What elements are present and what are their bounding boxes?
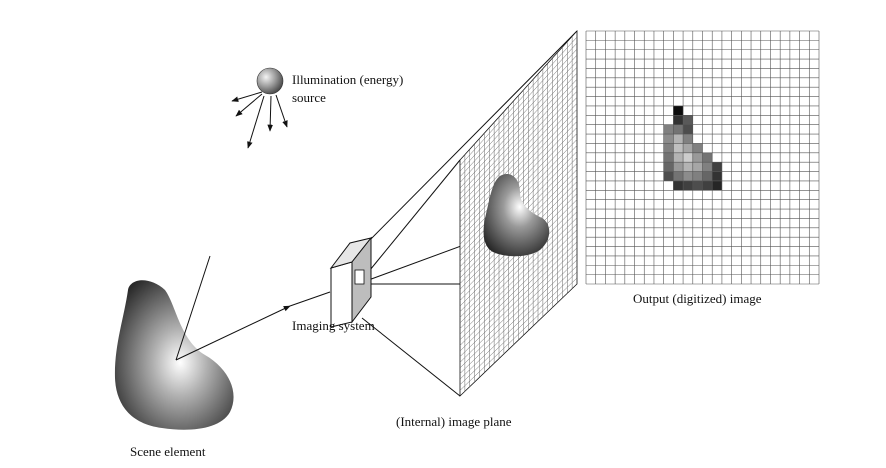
image-plane-grid-line [459,36,578,166]
output-image-pixel [673,162,684,172]
output-image-pixel [663,162,674,172]
image-plane-grid-line [459,103,578,228]
output-image-pixel [702,171,713,181]
image-plane-grid-line [459,217,578,335]
image-plane-grid-line [459,73,578,200]
output-image-pixel [712,162,722,172]
image-plane-grid-line [459,42,578,172]
imaging-system-aperture [354,269,365,285]
image-plane-grid-line [459,253,578,369]
output-image-pixel [683,115,693,125]
output-image-pixel [683,152,693,163]
scene-element-label: Scene element [130,444,206,459]
imaging-system-label: Imaging system [292,318,375,333]
output-image-pixel [673,105,684,116]
image-plane-grid-line [459,121,578,245]
output-image-pixel [692,143,703,153]
output-image-pixel [673,115,684,125]
image-plane-grid-line [459,229,578,346]
output-image-pixel [673,171,684,181]
output-image-pixel [663,171,674,181]
output-image-pixel [683,171,693,181]
image-plane-grid-line [459,271,578,385]
projection-line [357,30,578,253]
output-image-pixel [702,180,713,191]
output-image-pixel [692,152,703,163]
image-plane-grid-line [459,247,578,363]
output-image-pixel [683,143,693,153]
output-image-pixel [673,143,684,153]
output-image-pixel [663,124,674,135]
image-plane-grid-line [459,259,578,374]
image-plane-grid-line [459,265,578,380]
output-image-pixel [702,162,713,172]
projection-line [369,159,461,271]
output-image-pixel [673,124,684,135]
output-image-pixel [673,134,684,144]
light-rays [231,91,288,149]
image-plane-grid-line [459,66,578,194]
output-image-pixel [663,134,674,144]
image-plane-grid-line [459,60,578,189]
output-image-pixel [692,180,703,191]
projection-line [361,317,461,397]
image-plane-grid-line [459,277,578,391]
output-image-pixel [683,180,693,191]
reflected-ray-continuation [289,291,331,307]
light-ray [267,95,273,132]
light-ray [275,94,288,128]
output-image-pixel [663,143,674,153]
illumination-label: Illumination (energy) [292,72,403,87]
illumination-source [231,67,288,149]
image-plane-grid-line [459,205,578,324]
incident-ray [175,255,211,361]
output-image-pixel [673,180,684,191]
projected-image-shape [483,173,550,257]
light-source-sphere [256,67,284,95]
image-plane-grid-line [459,115,578,239]
image-plane-grid-line [459,109,578,234]
image-plane-grid-line [459,48,578,178]
image-plane-grid-line [459,241,578,357]
image-plane-grid-line [459,199,578,318]
image-plane-grid-line [459,85,578,211]
image-plane-grid-line [459,91,578,217]
output-image-pixel [683,124,693,135]
image-plane-grid-line [459,97,578,222]
image-plane-grid-line [459,211,578,329]
reflected-ray [175,305,291,361]
output-image-pixel [712,180,722,191]
output-image-label: Output (digitized) image [633,291,762,306]
output-image-pixel [683,134,693,144]
output-image-pixel [673,152,684,163]
light-ray [231,91,263,102]
light-ray [247,95,265,149]
output-image-pixel [692,171,703,181]
image-plane-grid-line [459,235,578,352]
imaging-system [329,236,373,328]
image-plane-grid-line [459,54,578,183]
output-image-pixel [712,171,722,181]
scene-element [114,255,331,430]
image-plane-grid-line [459,79,578,206]
image-plane-label: (Internal) image plane [396,414,512,429]
output-image [585,30,820,285]
scene-element-shape [114,280,234,430]
illumination-label-line2: source [292,90,326,105]
output-image-pixel [692,162,703,172]
output-image-pixel [663,152,674,163]
output-image-pixel [702,152,713,163]
light-ray [235,93,263,117]
output-image-pixel [683,162,693,172]
image-plane-grid-line [459,223,578,340]
